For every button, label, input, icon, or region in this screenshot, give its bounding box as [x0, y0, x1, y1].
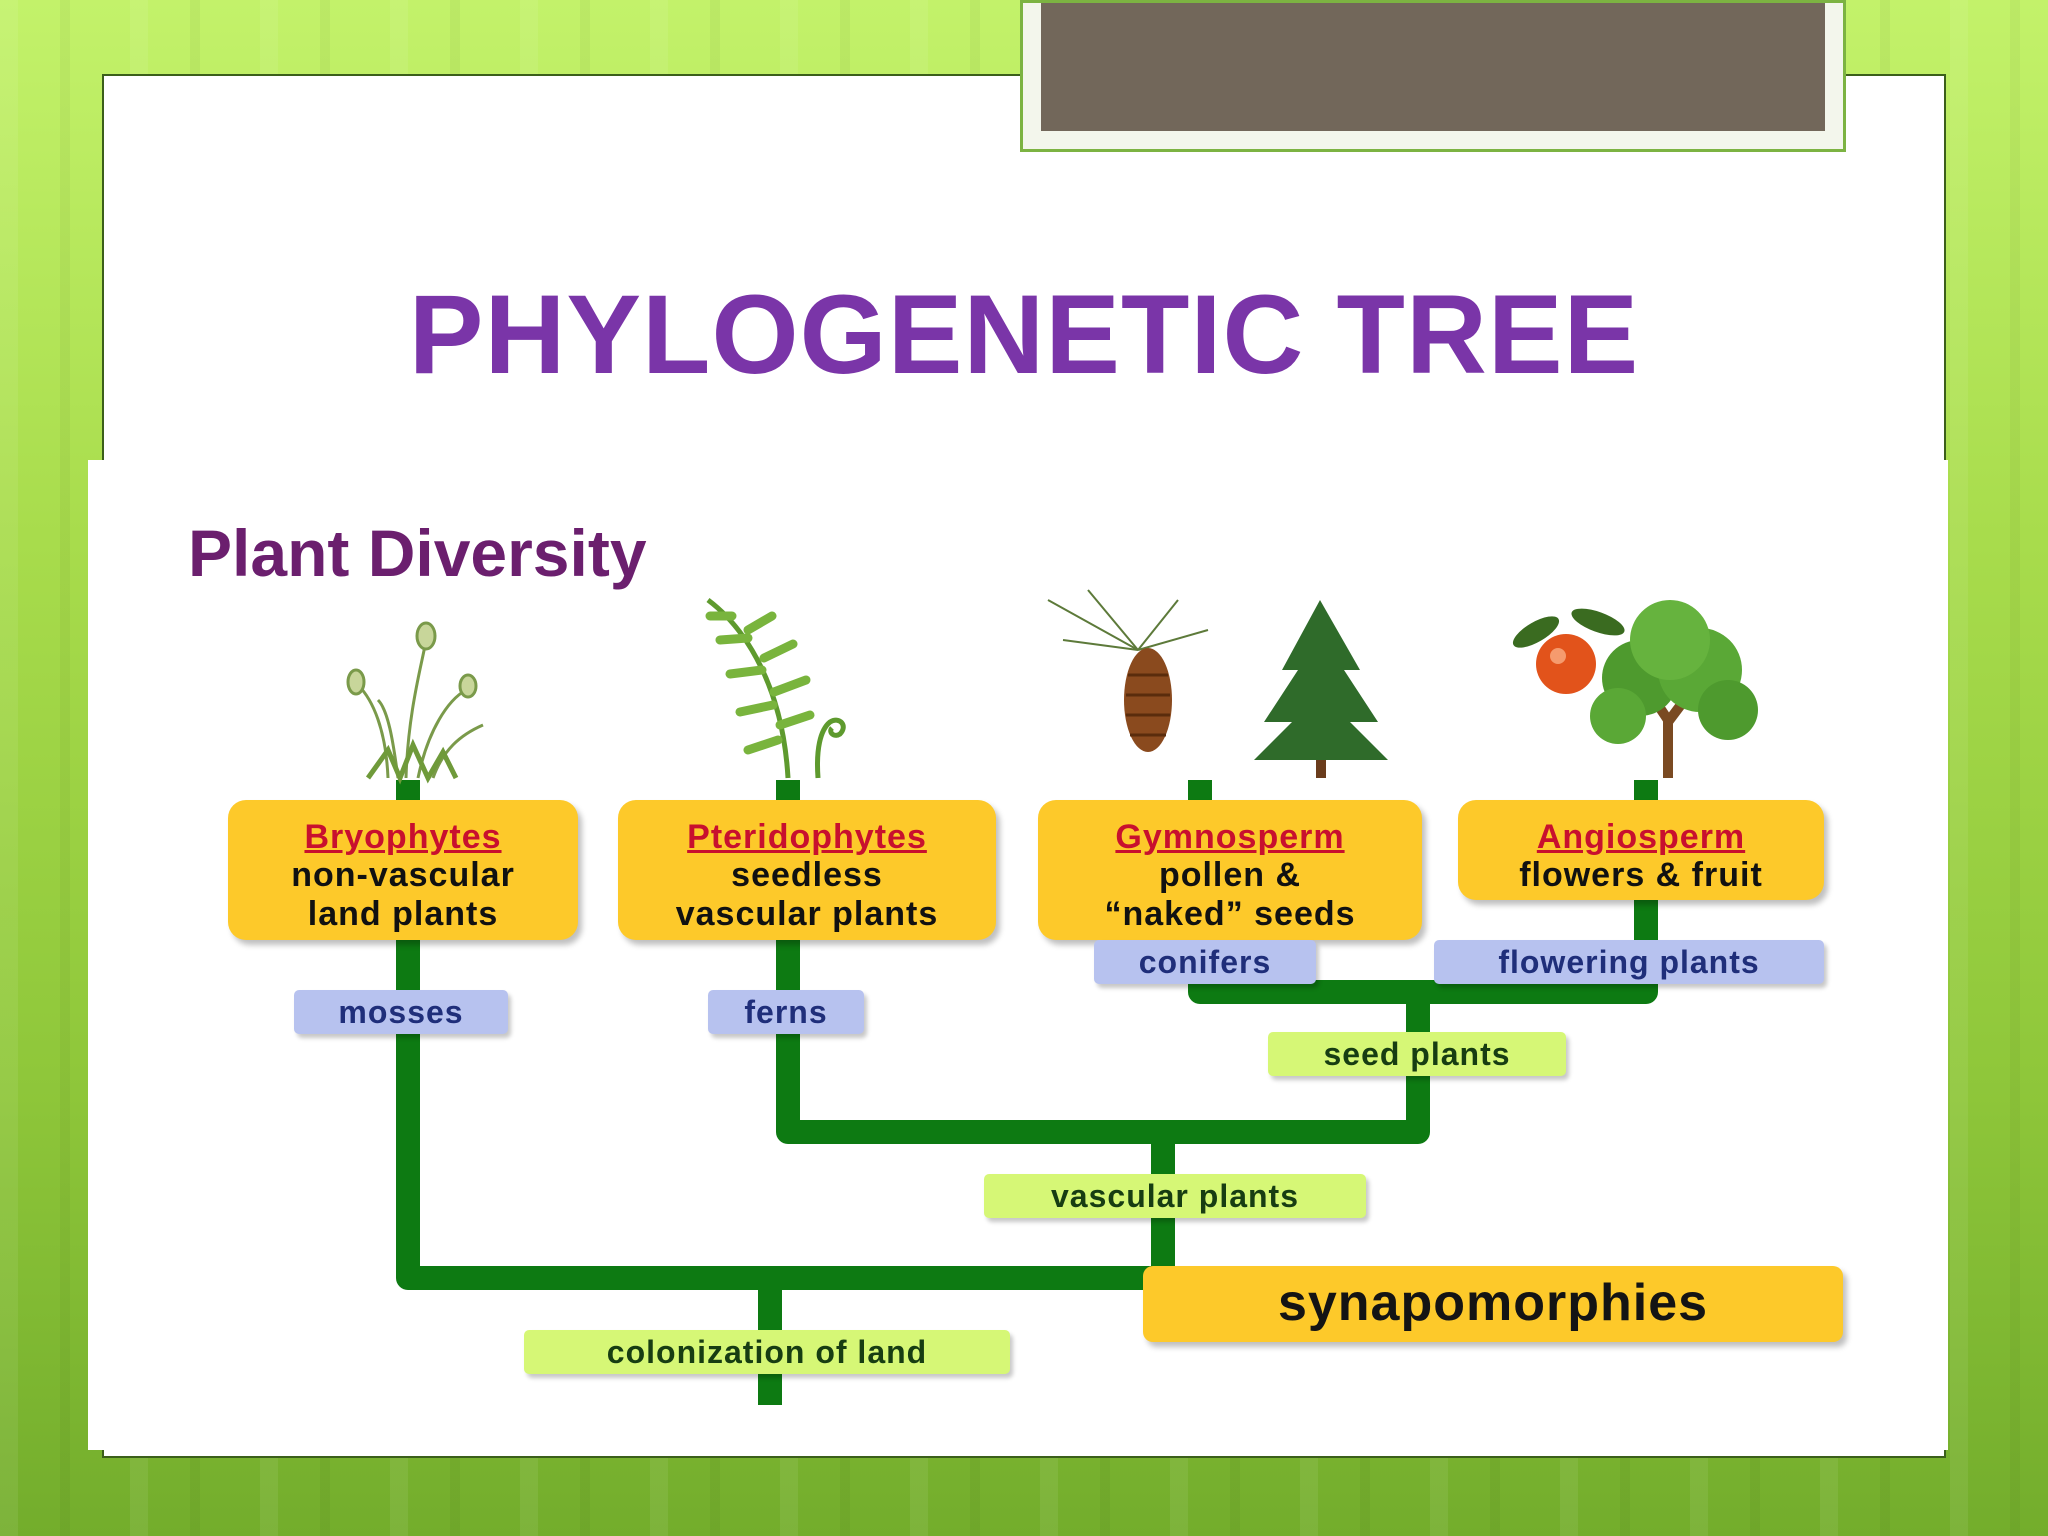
fruit-and-tree-illustration: [1512, 600, 1758, 778]
clade-tag-mosses: mosses: [294, 990, 508, 1034]
top-banner: [1020, 0, 1846, 152]
pinecone-and-conifer-illustration: [1047, 589, 1388, 778]
moss-illustration: [346, 621, 484, 785]
group-description: pollen & “naked” seeds: [1104, 856, 1356, 933]
group-bryophytes: Bryophytes non-vascular land plants: [228, 800, 578, 940]
synapomorphy-colonization-of-land: colonization of land: [524, 1330, 1010, 1374]
diagram-title: Plant Diversity: [188, 516, 647, 590]
synapomorphy-seed-plants: seed plants: [1268, 1032, 1566, 1076]
group-name: Gymnosperm: [1115, 818, 1345, 856]
phylogenetic-diagram: Plant Diversity Bryophytes non-vascular …: [88, 460, 1948, 1450]
slide-title: PHYLOGENETIC TREE: [408, 272, 1640, 397]
synapomorphy-vascular-plants: vascular plants: [984, 1174, 1366, 1218]
group-description: flowers & fruit: [1519, 856, 1763, 894]
group-gymnosperm: Gymnosperm pollen & “naked” seeds: [1038, 800, 1422, 940]
tree-branches: [346, 589, 1758, 1405]
group-name: Angiosperm: [1536, 818, 1746, 856]
clade-tag-conifers: conifers: [1094, 940, 1316, 984]
branch-bryophytes: [396, 780, 1178, 1290]
group-angiosperm: Angiosperm flowers & fruit: [1458, 800, 1824, 900]
group-description: seedless vascular plants: [675, 856, 939, 933]
fern-illustration: [705, 598, 846, 779]
group-name: Bryophytes: [304, 818, 502, 856]
clade-tag-ferns: ferns: [708, 990, 864, 1034]
group-description: non-vascular land plants: [291, 856, 515, 933]
synapomorphies-label: synapomorphies: [1143, 1266, 1843, 1342]
clade-tag-flowering-plants: flowering plants: [1434, 940, 1824, 984]
group-pteridophytes: Pteridophytes seedless vascular plants: [618, 800, 996, 940]
top-banner-fill: [1041, 3, 1825, 131]
group-name: Pteridophytes: [687, 818, 927, 856]
